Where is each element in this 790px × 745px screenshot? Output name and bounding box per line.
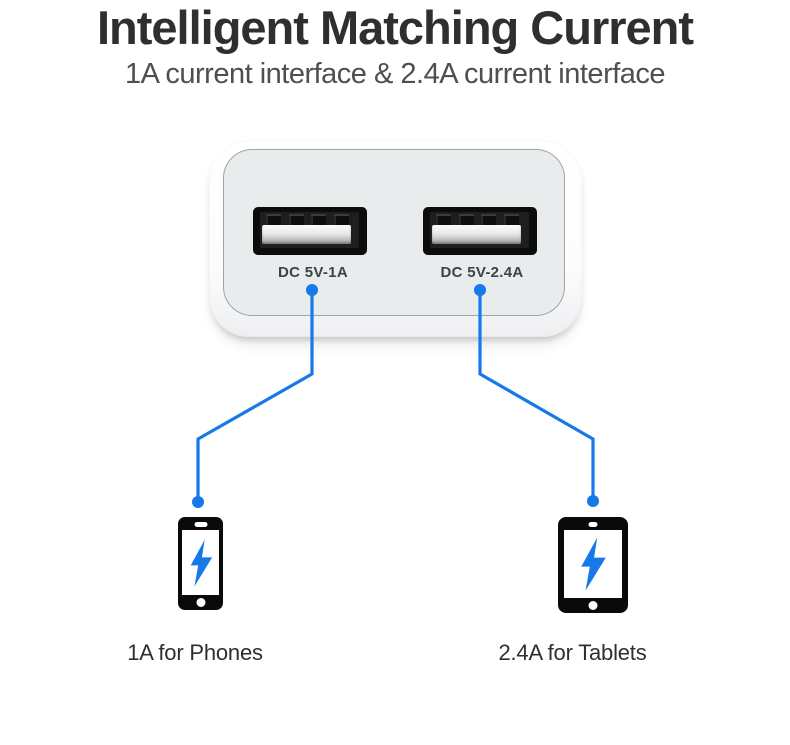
port-label-1a: DC 5V-1A xyxy=(278,264,348,281)
usb-port-tongue xyxy=(432,225,521,244)
usb-port-cavity xyxy=(430,212,529,248)
usb-port-cavity xyxy=(260,212,359,248)
tablet-camera xyxy=(588,522,598,527)
page-title: Intelligent Matching Current xyxy=(96,1,694,54)
leader-dot xyxy=(192,496,204,508)
port-label-2-4a: DC 5V-2.4A xyxy=(440,264,524,281)
leader-dot xyxy=(587,495,599,507)
usb-charger: DC 5V-1A DC 5V-2.4A xyxy=(209,140,582,337)
tablet-screen xyxy=(564,530,622,598)
lightning-bolt-icon xyxy=(190,539,212,586)
tablet-lightning-icon xyxy=(558,517,628,613)
tablet-home-button xyxy=(588,601,598,610)
page-subtitle: 1A current interface & 2.4A current inte… xyxy=(124,58,666,90)
caption-tablets: 2.4A for Tablets xyxy=(498,640,647,665)
lightning-bolt-icon xyxy=(581,537,606,591)
phone-speaker xyxy=(194,522,207,527)
phone-home-button xyxy=(196,598,205,607)
phone-screen xyxy=(182,530,219,595)
usb-port-1a-icon xyxy=(253,207,367,255)
phone-lightning-icon xyxy=(178,517,223,610)
usb-port-2-4a-icon xyxy=(423,207,537,255)
usb-port-tongue xyxy=(262,225,351,244)
caption-phones: 1A for Phones xyxy=(127,640,263,665)
